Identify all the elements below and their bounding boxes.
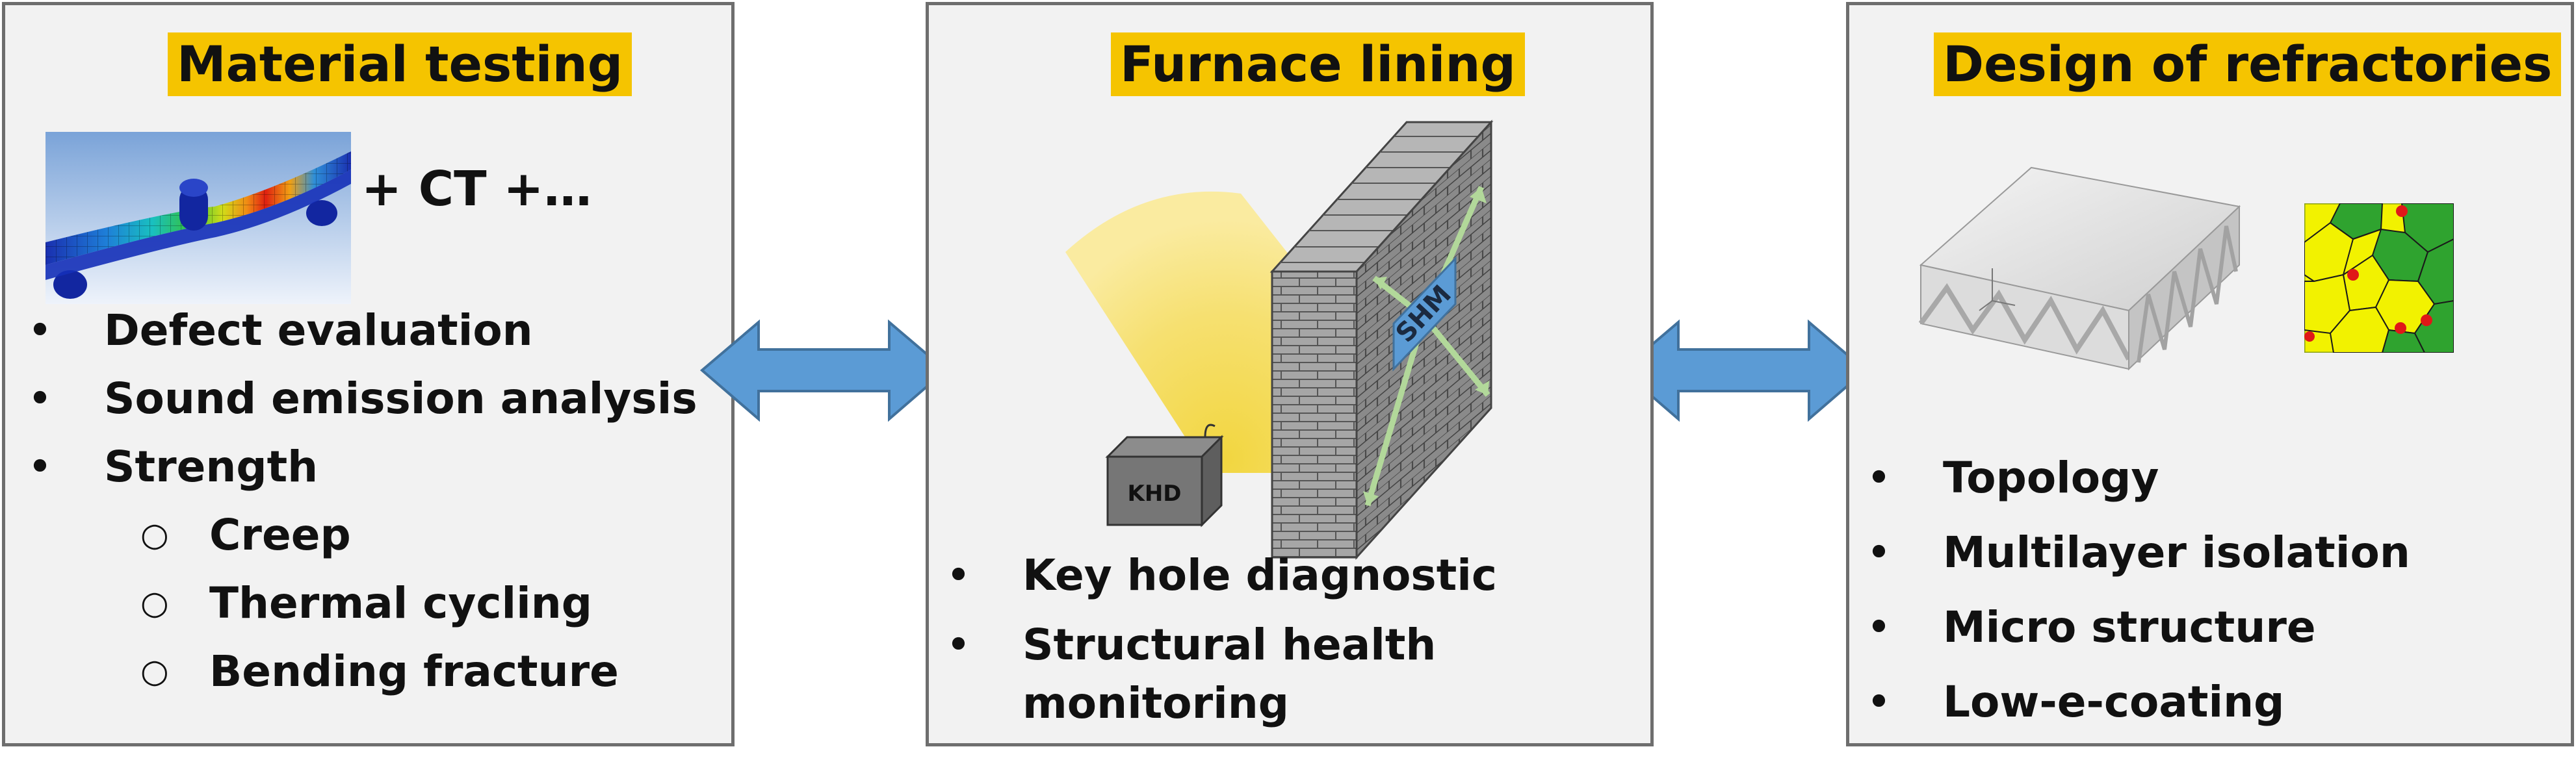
list-subitem: Thermal cycling: [10, 569, 697, 637]
list-item: Multilayer isolation: [1849, 515, 2410, 590]
list-item: Micro structure: [1849, 590, 2410, 665]
microstructure-grain-image: [2304, 203, 2454, 353]
list-item: Low-e-coating: [1849, 665, 2410, 739]
list-item: Defect evaluation: [10, 296, 697, 364]
list-item: Structural health monitoring: [929, 609, 1451, 733]
list-item: Strength: [10, 433, 697, 501]
camera-label: KHD: [1127, 481, 1181, 507]
panel-title-furnace-lining: Furnace lining: [1111, 32, 1525, 96]
double-arrow-right: [1619, 319, 1868, 422]
brick-wall-side: [1355, 120, 1492, 560]
list-item: Topology: [1849, 440, 2410, 515]
brick-wall-front: [1271, 270, 1358, 559]
camera-khd: KHD: [1105, 424, 1224, 527]
double-arrow-icon: [699, 319, 948, 422]
panel-furnace-lining: Furnace lining KHD: [926, 2, 1654, 746]
list-subitem: Creep: [10, 501, 697, 569]
double-arrow-icon: [1619, 319, 1868, 422]
plus-ct-text: + CT +…: [361, 161, 592, 217]
material-testing-list: Defect evaluation Sound emission analysi…: [10, 296, 697, 705]
panel-title-design-refractories: Design of refractories: [1934, 32, 2562, 96]
list-subitem: Bending fracture: [10, 637, 697, 705]
bending-test-simulation-image: [46, 132, 351, 304]
furnace-wall-illustration: KHD SHM: [1065, 120, 1494, 560]
panel-material-testing: Material testing: [2, 2, 735, 746]
panel-design-refractories: Design of refractories: [1846, 2, 2574, 746]
double-arrow-left: [699, 319, 948, 422]
furnace-lining-list: Key hole diagnostic Structural health mo…: [929, 541, 1497, 733]
list-item: Key hole diagnostic: [929, 541, 1497, 609]
panel-title-material-testing: Material testing: [168, 32, 632, 96]
design-refractories-list: Topology Multilayer isolation Micro stru…: [1849, 440, 2410, 739]
list-item: Sound emission analysis: [10, 364, 697, 433]
camera-view-cone: [1065, 191, 1312, 473]
lattice-panel-3d-image: [1918, 166, 2241, 371]
